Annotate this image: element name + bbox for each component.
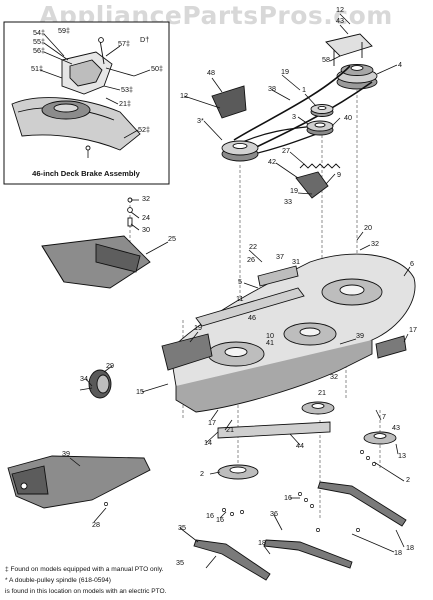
callout-label: 12 <box>336 5 344 14</box>
callout-label: 31 <box>292 257 300 266</box>
callout-label: 40 <box>344 113 352 122</box>
brake-assembly-inset: 54‡ 55‡ 56‡ 59‡ 51‡ 57‡ D† 50‡ 53‡ 21‡ 5… <box>3 21 170 185</box>
inset-callout: 54‡ <box>33 28 45 37</box>
callout-label: 4 <box>398 60 402 69</box>
callout-label: 34 <box>80 374 88 383</box>
callout-label: 36 <box>270 509 278 518</box>
callout-label: 21 <box>226 425 234 434</box>
callout-label: 3* <box>197 116 204 125</box>
footnote-double-pulley: * A double-pulley spindle (618-0594) <box>5 577 111 584</box>
callout-label: 17 <box>208 418 216 427</box>
callout-label: 12 <box>180 91 188 100</box>
callout-label: 5 <box>238 277 242 286</box>
callout-label: 46 <box>248 313 256 322</box>
callout-label: 20 <box>364 223 372 232</box>
callout-label: 29 <box>106 361 114 370</box>
callout-label: 19 <box>281 67 289 76</box>
callout-label: 1 <box>302 85 306 94</box>
callout-label: 18 <box>406 543 414 552</box>
callout-label: 16 <box>206 511 214 520</box>
footnote-electric-pto: is found in this location on models with… <box>5 588 167 595</box>
callout-label: 35 <box>178 523 186 532</box>
callout-label: 26 <box>247 255 255 264</box>
callout-label: 22 <box>249 242 257 251</box>
callout-label: 30 <box>142 225 150 234</box>
callout-label: 2 <box>406 475 410 484</box>
main-parts <box>7 33 416 581</box>
callout-leaders <box>69 13 411 569</box>
callout-label: 19 <box>194 323 202 332</box>
inset-callout: 59‡ <box>58 26 70 35</box>
callout-label: 28 <box>92 520 100 529</box>
callout-label: 3 <box>292 112 296 121</box>
inset-callout: 56‡ <box>33 46 45 55</box>
callout-label: 48 <box>207 68 215 77</box>
callout-label: 18 <box>258 538 266 547</box>
callout-label: 11 <box>236 294 243 303</box>
inset-callout: 50‡ <box>151 64 163 73</box>
inset-title: 46-inch Deck Brake Assembly <box>32 169 141 178</box>
inset-callout: 55‡ <box>33 37 45 46</box>
callout-label: 2 <box>200 469 204 478</box>
callout-label: 32 <box>371 239 379 248</box>
callout-label: 24 <box>142 213 150 222</box>
callout-label: 7 <box>382 412 386 421</box>
callout-label: 39 <box>62 449 70 458</box>
inset-callout: 57‡ <box>118 39 130 48</box>
callout-label: 13 <box>398 451 406 460</box>
callout-label: 6 <box>410 259 414 268</box>
footnotes: ‡ Found on models equipped with a manual… <box>5 566 167 595</box>
callout-label: 9 <box>337 170 341 179</box>
inset-callout: 52‡ <box>138 125 150 134</box>
callout-label: 14 <box>204 438 212 447</box>
callout-label: 19 <box>290 186 298 195</box>
inset-callout: 53‡ <box>121 85 133 94</box>
callout-label: 32 <box>142 194 150 203</box>
inset-callout: 21‡ <box>119 99 131 108</box>
callout-label: 15 <box>136 387 144 396</box>
callout-label: 35 <box>176 558 184 567</box>
callout-label: 33 <box>284 197 292 206</box>
callout-label: 25 <box>168 234 176 243</box>
callout-label: 32 <box>330 372 338 381</box>
inset-callout: D† <box>140 35 149 44</box>
callout-label: 39 <box>356 331 364 340</box>
callout-label: 41 <box>266 338 274 347</box>
callout-label: 27 <box>282 146 290 155</box>
callout-label: 43 <box>392 423 400 432</box>
callout-label: 58 <box>322 55 330 64</box>
callout-label: 10 <box>266 331 274 340</box>
footnote-manual-pto: ‡ Found on models equipped with a manual… <box>5 566 164 573</box>
callout-label: 18 <box>394 548 402 557</box>
callout-label: 44 <box>296 441 304 450</box>
callout-label: 17 <box>409 325 417 334</box>
callout-label: 16 <box>284 493 292 502</box>
inset-callout: 51‡ <box>31 64 43 73</box>
callout-label: 38 <box>268 84 276 93</box>
callout-label: 43 <box>336 16 344 25</box>
callout-label: 16 <box>216 515 224 524</box>
callout-label: 21 <box>318 388 326 397</box>
callout-label: 42 <box>268 157 276 166</box>
callout-label: 37 <box>276 252 284 261</box>
